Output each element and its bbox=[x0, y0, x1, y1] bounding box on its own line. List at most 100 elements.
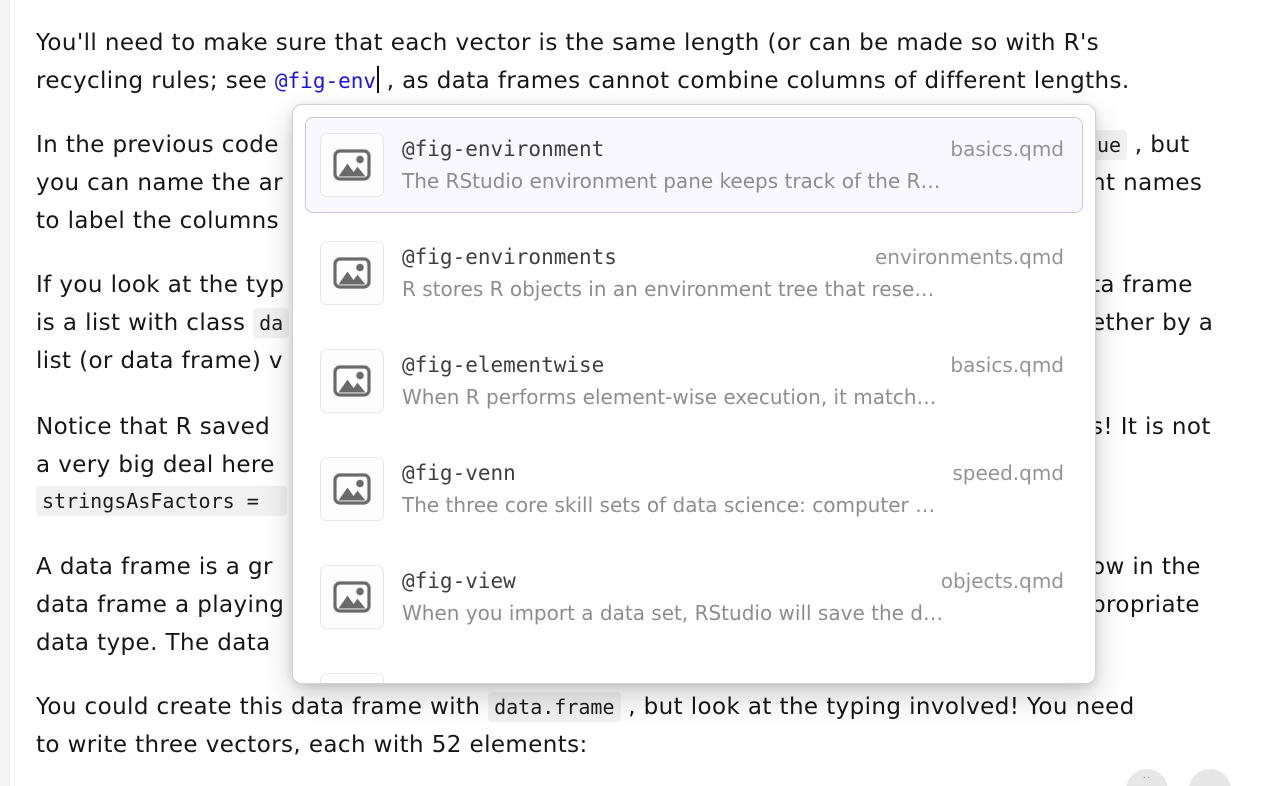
crossref-autocomplete-popup: @fig-environment basics.qmd The RStudio … bbox=[292, 104, 1096, 684]
doc-text: , but look at the typing involved! You n… bbox=[620, 694, 1135, 720]
doc-text: data type. The data bbox=[36, 630, 271, 656]
doc-line-fragment: nt names bbox=[1091, 164, 1202, 202]
doc-text: If you look at the typ bbox=[36, 272, 285, 298]
doc-text: propriate bbox=[1091, 592, 1200, 618]
image-icon bbox=[333, 257, 371, 289]
doc-line: data frame a playing bbox=[36, 586, 284, 624]
suggestion-top-row: @fig-environments environments.qmd bbox=[402, 245, 1064, 269]
suggestion-main: @fig-view objects.qmd When you import a … bbox=[402, 569, 1064, 625]
doc-text: recycling rules; see bbox=[36, 68, 275, 94]
crossref-token[interactable]: @fig-env bbox=[274, 69, 377, 93]
doc-line: A data frame is a gr bbox=[36, 548, 273, 586]
doc-line: stringsAsFactors = bbox=[36, 482, 287, 520]
figure-icon-box bbox=[320, 133, 384, 197]
suggestion-source-file: speed.qmd bbox=[952, 461, 1064, 485]
doc-text: Notice that R saved bbox=[36, 414, 271, 440]
doc-text: you can name the ar bbox=[36, 170, 283, 196]
doc-line: list (or data frame) v bbox=[36, 342, 283, 380]
figure-icon-box bbox=[320, 241, 384, 305]
doc-line-fragment: ow in the bbox=[1091, 548, 1201, 586]
text-cursor bbox=[377, 66, 380, 93]
doc-line: Notice that R saved bbox=[36, 408, 270, 446]
suggestion-label: @fig-elementwise bbox=[402, 353, 605, 377]
suggestion-main: @fig-venn speed.qmd The three core skill… bbox=[402, 461, 1064, 517]
editor-left-margin bbox=[0, 0, 10, 786]
doc-text: a very big deal here bbox=[36, 452, 275, 478]
suggestion-label: @fig-environment bbox=[402, 137, 605, 161]
doc-line: You'll need to make sure that each vecto… bbox=[36, 24, 1099, 62]
doc-line-fragment: ue , but bbox=[1091, 126, 1190, 164]
crossref-suggestion-item[interactable]: @fig-environments environments.qmd R sto… bbox=[305, 225, 1083, 321]
suggestion-description: The three core skill sets of data scienc… bbox=[402, 493, 936, 517]
suggestion-source-file: basics.qmd bbox=[950, 353, 1064, 377]
figure-icon-box bbox=[320, 457, 384, 521]
doc-text: In the previous code bbox=[36, 132, 279, 158]
doc-line: recycling rules; see @fig-env , as data … bbox=[36, 62, 1130, 100]
suggestion-top-row: @fig-venn speed.qmd bbox=[402, 461, 1064, 485]
doc-line: to label the columns bbox=[36, 202, 279, 240]
crossref-suggestion-item[interactable]: @fig-environment basics.qmd The RStudio … bbox=[305, 117, 1083, 213]
inline-code: ue bbox=[1091, 130, 1128, 160]
doc-line: a very big deal here bbox=[36, 446, 275, 484]
inline-code: data.frame bbox=[488, 692, 621, 722]
doc-text: to label the columns bbox=[36, 208, 280, 234]
doc-text: nt names bbox=[1091, 170, 1203, 196]
doc-text: to write three vectors, each with 52 ele… bbox=[36, 732, 588, 758]
suggestion-description: The RStudio environment pane keeps track… bbox=[402, 169, 941, 193]
doc-text: ether by a bbox=[1091, 310, 1214, 336]
suggestion-top-row: @fig-elementwise basics.qmd bbox=[402, 353, 1064, 377]
doc-line: you can name the ar bbox=[36, 164, 283, 202]
crossref-suggestion-item[interactable]: @fig-venn speed.qmd The three core skill… bbox=[305, 441, 1083, 537]
doc-text: s! It is not bbox=[1091, 414, 1211, 440]
inline-code: da bbox=[253, 308, 290, 338]
suggestion-main: @fig-environments environments.qmd R sto… bbox=[402, 245, 1064, 301]
doc-line: data type. The data bbox=[36, 624, 271, 662]
crossref-suggestion-item[interactable]: @fig-view objects.qmd When you import a … bbox=[305, 549, 1083, 645]
doc-line-fragment: ether by a bbox=[1091, 304, 1213, 342]
doc-line: to write three vectors, each with 52 ele… bbox=[36, 726, 588, 764]
suggestion-label: @fig-view bbox=[402, 569, 516, 593]
suggestion-main: @fig-environment basics.qmd The RStudio … bbox=[402, 137, 1064, 193]
doc-line: In the previous code bbox=[36, 126, 279, 164]
doc-text: A data frame is a gr bbox=[36, 554, 273, 580]
doc-text: ta frame bbox=[1091, 272, 1193, 298]
doc-text: ow in the bbox=[1091, 554, 1201, 580]
suggestion-top-row: @fig-view objects.qmd bbox=[402, 569, 1064, 593]
doc-line-fragment: propriate bbox=[1091, 586, 1200, 624]
inline-code: stringsAsFactors = bbox=[36, 486, 287, 516]
image-icon bbox=[333, 149, 371, 181]
suggestion-label: @fig-environments bbox=[402, 245, 617, 269]
doc-line: If you look at the typ bbox=[36, 266, 284, 304]
suggestion-top-row: @fig-environment basics.qmd bbox=[402, 137, 1064, 161]
suggestion-description: R stores R objects in an environment tre… bbox=[402, 277, 935, 301]
doc-text: is a list with class bbox=[36, 310, 254, 336]
doc-line-fragment: s! It is not bbox=[1091, 408, 1211, 446]
suggestion-description: When you import a data set, RStudio will… bbox=[402, 601, 943, 625]
doc-text: , as data frames cannot combine columns … bbox=[379, 68, 1130, 94]
doc-line: You could create this data frame with da… bbox=[36, 688, 1135, 726]
suggestion-source-file: basics.qmd bbox=[950, 137, 1064, 161]
floating-button-right[interactable] bbox=[1189, 769, 1231, 786]
suggestion-description: When R performs element-wise execution, … bbox=[402, 385, 937, 409]
image-icon bbox=[333, 365, 371, 397]
floating-button-left[interactable]: ·· bbox=[1126, 769, 1168, 786]
crossref-suggestion-item[interactable]: @fig- bbox=[305, 657, 1083, 683]
figure-icon-box bbox=[320, 349, 384, 413]
suggestion-source-file: objects.qmd bbox=[940, 569, 1064, 593]
figure-icon-box bbox=[320, 565, 384, 629]
doc-text: list (or data frame) v bbox=[36, 348, 283, 374]
floating-button-glyph: ·· bbox=[1142, 772, 1152, 783]
doc-text: You'll need to make sure that each vecto… bbox=[36, 30, 1100, 56]
image-icon bbox=[333, 473, 371, 505]
suggestion-main: @fig-elementwise basics.qmd When R perfo… bbox=[402, 353, 1064, 409]
doc-line-fragment: ta frame bbox=[1091, 266, 1193, 304]
doc-text: , but bbox=[1127, 132, 1190, 158]
suggestion-source-file: environments.qmd bbox=[874, 245, 1064, 269]
doc-text: data frame a playing bbox=[36, 592, 285, 618]
suggestion-label: @fig-venn bbox=[402, 461, 516, 485]
figure-icon-box bbox=[320, 673, 384, 683]
doc-line: is a list with class da bbox=[36, 304, 290, 342]
crossref-suggestion-item[interactable]: @fig-elementwise basics.qmd When R perfo… bbox=[305, 333, 1083, 429]
image-icon bbox=[333, 581, 371, 613]
doc-text: You could create this data frame with bbox=[36, 694, 489, 720]
